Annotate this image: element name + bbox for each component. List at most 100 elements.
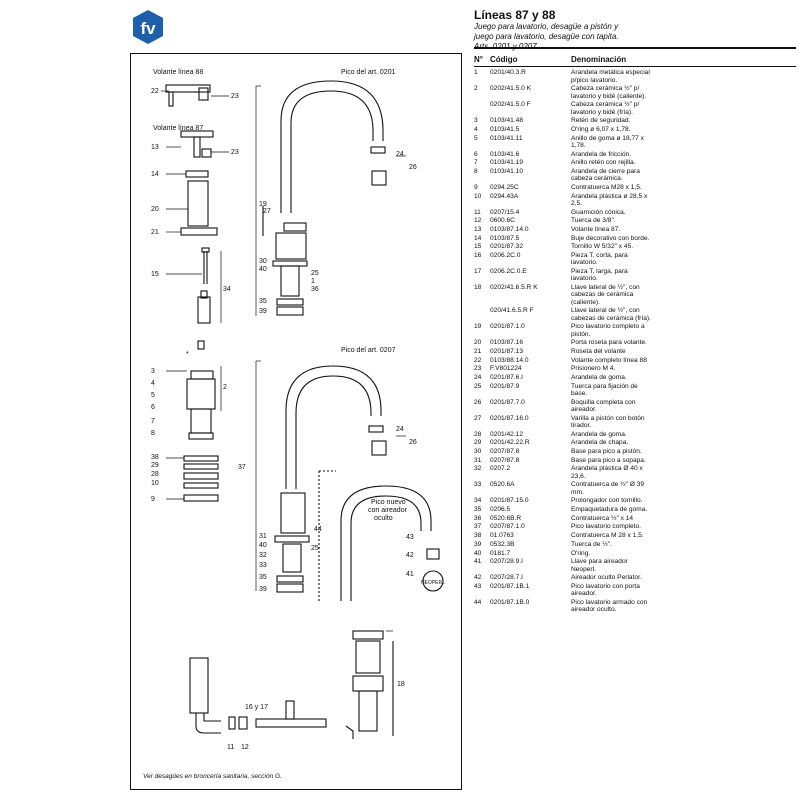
row-number: 25 [474, 382, 482, 390]
row-number: 6 [474, 150, 478, 158]
row-code: 0207/15.4 [490, 208, 520, 216]
row-name: Tuerca para fijación de base. [571, 382, 638, 398]
callout-number: 7 [151, 418, 155, 425]
row-code: 0103/41.19 [490, 159, 524, 167]
col-num-header: N° [474, 55, 483, 64]
row-code: 0207.2 [490, 465, 511, 473]
label-volante-88: Volante línea 88 [153, 69, 203, 76]
callout-number: 32 [259, 552, 267, 559]
callout-number: 41 [406, 571, 414, 578]
row-number: 4 [474, 125, 478, 133]
callout-number: 36 [311, 286, 319, 293]
col-name-header: Denominación [571, 55, 627, 64]
callout-numbers: 222313231420211927304025136353924261534*… [151, 88, 417, 751]
row-name: Llave para aireador Neoperl. [571, 558, 628, 573]
header: Líneas 87 y 88 Juego para lavatorio, des… [474, 8, 794, 52]
row-name: Arandela de goma. [571, 430, 627, 438]
row-number: 18 [474, 284, 482, 292]
row-number: 13 [474, 226, 482, 234]
callout-number: 10 [151, 480, 159, 487]
row-number: 9 [474, 183, 478, 191]
row-name: Pico lavatorio armado con aireador ocult… [571, 598, 648, 614]
row-code: 0201/87.32 [490, 243, 524, 251]
header-divider [474, 47, 796, 49]
row-number: 33 [474, 481, 482, 489]
row-code: 0103/87.14.0 [490, 226, 529, 234]
row-number: 20 [474, 339, 482, 347]
page-title: Líneas 87 y 88 [474, 8, 556, 22]
callout-number: 23 [231, 149, 239, 156]
row-number: 36 [474, 514, 482, 522]
row-name: Volante línea 87. [571, 226, 621, 234]
row-code: 0201/40.3.R [490, 69, 526, 77]
row-code: 0103/88.14.0 [490, 356, 529, 364]
parts-table-header: N° Código Denominación [474, 55, 796, 68]
row-code: 020/41.6.5.R F [490, 307, 534, 315]
callout-number: 25 [311, 545, 319, 552]
callout-number: 39 [259, 586, 267, 593]
row-number: 32 [474, 465, 482, 473]
row-number: 38 [474, 532, 482, 540]
callout-number: 5 [151, 392, 155, 399]
callout-number: 14 [151, 171, 159, 178]
callout-number: 44 [314, 526, 322, 533]
row-number: 11 [474, 208, 481, 216]
row-name: Retén de seguridad. [571, 117, 631, 125]
neoperl-label: NEOPERL [421, 580, 445, 586]
row-name: Pico lavatorio completo. [571, 523, 642, 531]
row-number: 14 [474, 234, 482, 242]
callout-number: 1 [311, 278, 315, 285]
row-code: 0103/41.10 [490, 167, 524, 175]
row-code: 0206.5 [490, 506, 511, 514]
row-number: 24 [474, 374, 482, 382]
callout-number: 18 [397, 681, 405, 688]
row-name: Base para pico a pistón. [571, 448, 642, 456]
row-code: 0103/87.5 [490, 234, 520, 242]
row-number [474, 101, 490, 116]
row-code: 0103/41.6 [490, 150, 520, 158]
subtitle-line-3: Arts. 0201 y 0207 [474, 42, 794, 52]
callout-number: 2 [223, 384, 227, 391]
row-code: 0206.2C.0 [490, 252, 521, 260]
row-name: Volante completo línea 88 [571, 356, 647, 364]
logo-text: fv [140, 19, 156, 38]
callout-number: * [186, 351, 189, 358]
fv-logo: fv [133, 10, 163, 44]
label-volante-87: Volante línea 87 [153, 125, 203, 132]
row-name: Cabeza cerámica ½" p/ lavatorio y bidé (… [571, 85, 647, 100]
callout-number: 22 [151, 88, 159, 95]
row-code: 0181.7 [490, 549, 511, 557]
row-code: 0207/87.1.0 [490, 523, 525, 531]
callout-number: 40 [259, 266, 267, 273]
callout-number: 40 [259, 542, 267, 549]
callout-number: 30 [259, 258, 267, 265]
label-pico-nuevo-1: Pico nuevo [371, 499, 406, 506]
row-number: 34 [474, 497, 482, 505]
label-pico-0201: Pico del art. 0201 [341, 69, 396, 76]
row-number: 5 [474, 134, 478, 142]
exploded-diagram: Volante línea 88 Volante línea 87 Pico d… [130, 53, 462, 790]
row-name: Roseta del volante [571, 347, 626, 355]
row-name: Anillo de goma ø 18,77 x 1,78. [571, 134, 644, 149]
row-name: Contratuerca M 28 x 1,5. [571, 532, 644, 540]
row-number: 16 [474, 252, 482, 260]
